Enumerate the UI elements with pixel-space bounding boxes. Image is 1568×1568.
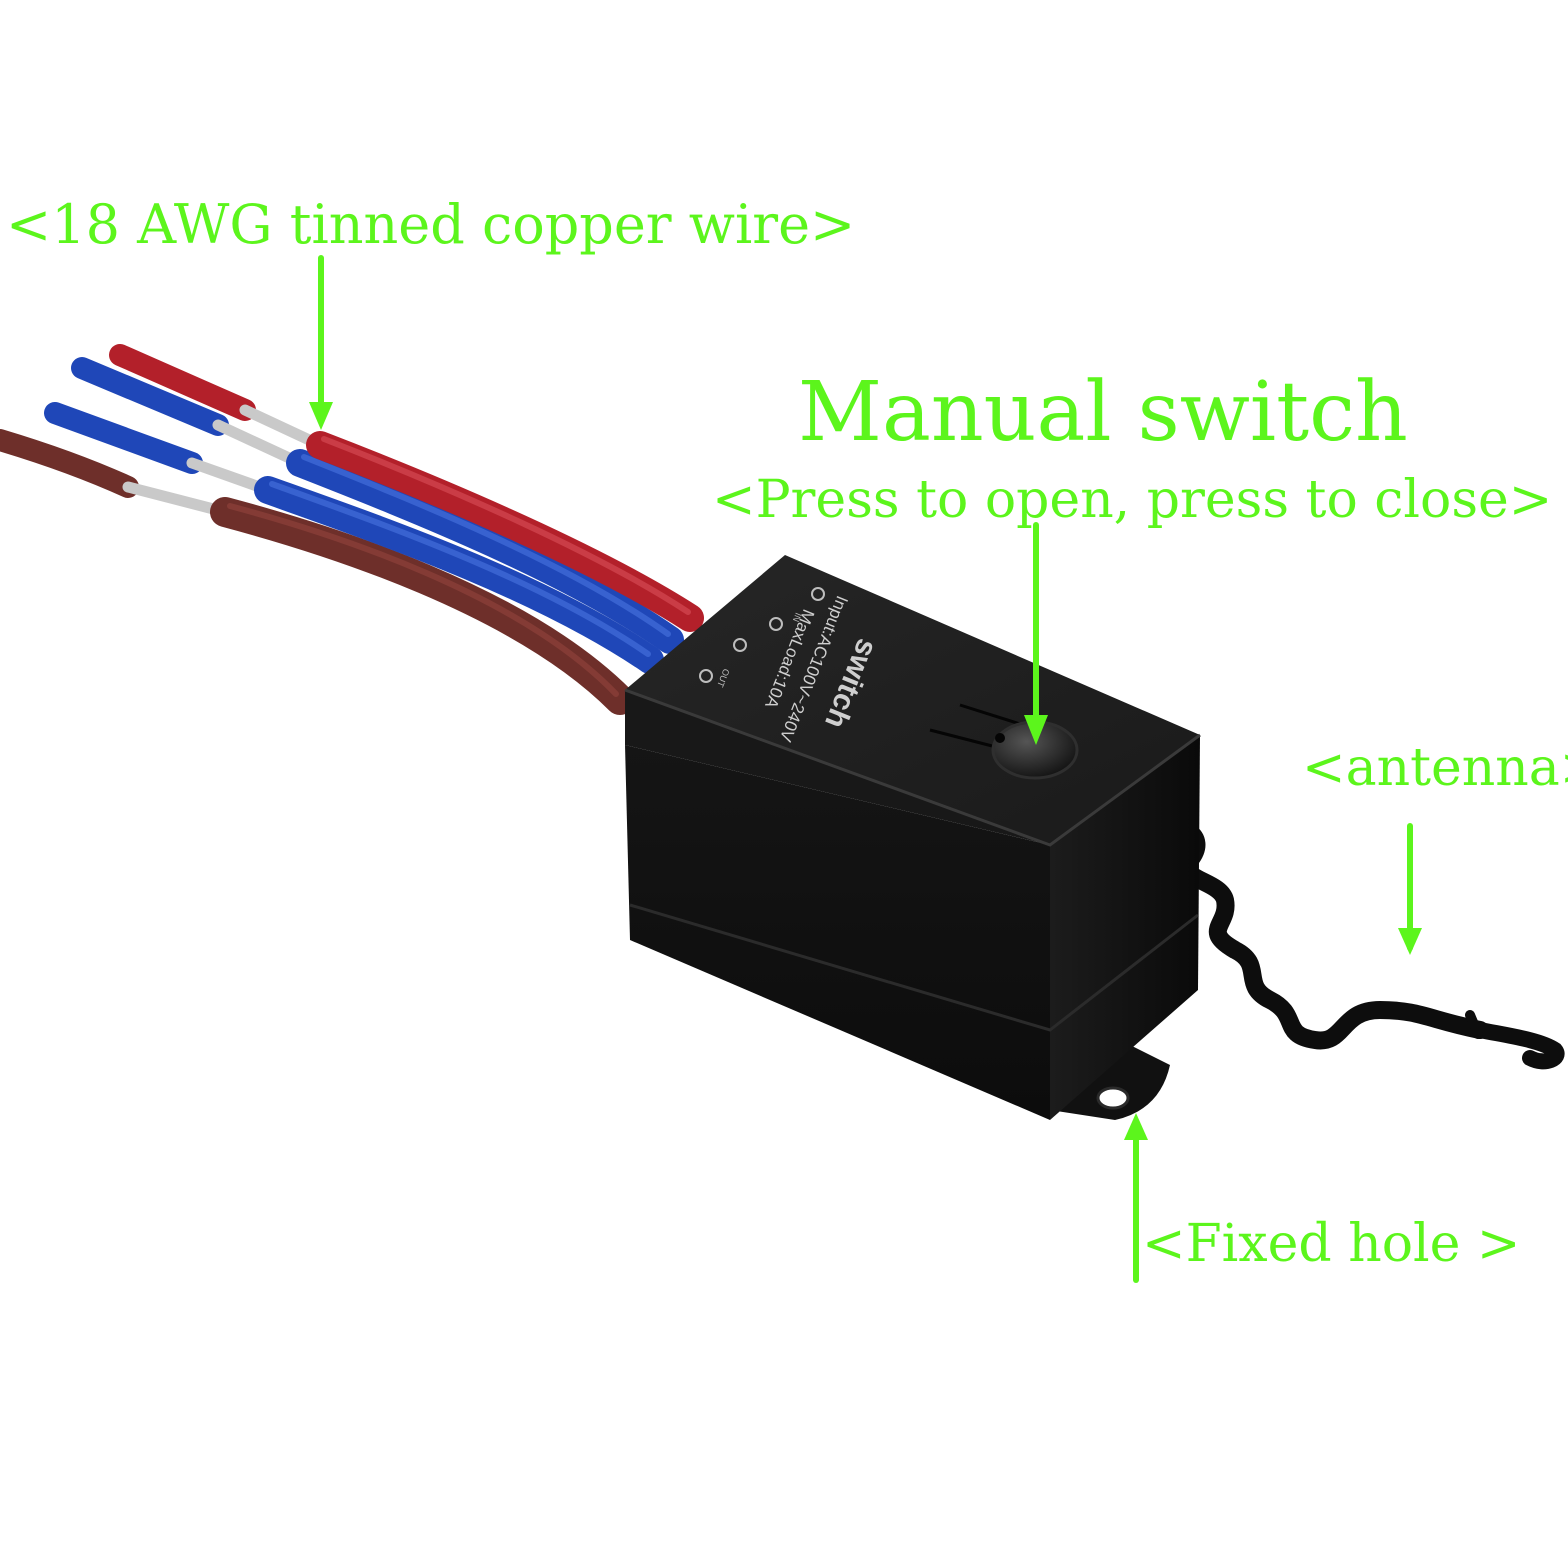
brown-wire-insulation — [0, 429, 139, 498]
red-wire-insulation — [306, 431, 704, 632]
wire-bundle — [0, 344, 704, 715]
antenna-coil — [1141, 817, 1565, 1070]
fixed-hole-callout: <Fixed hole > — [1142, 1214, 1521, 1274]
blue-wire-insulation — [254, 476, 664, 674]
arrowheads — [309, 402, 1422, 1140]
wire-arrowhead — [309, 402, 333, 430]
terminal-markings: OUT IN — [699, 587, 825, 689]
fixed-hole — [1096, 1086, 1130, 1110]
switch-arrowhead — [1024, 715, 1048, 745]
callout-arrows — [318, 255, 1413, 1283]
manual-switch-subtitle: <Press to open, press to close> — [712, 470, 1553, 530]
blue-wire-insulation — [286, 449, 684, 654]
blue-wire-insulation — [71, 357, 229, 436]
brown-wire-insulation — [210, 497, 635, 715]
copper-strand — [212, 419, 306, 469]
antenna-callout: <antenna> — [1302, 738, 1568, 798]
red-wire-insulation — [109, 344, 256, 421]
blue-wire-insulation — [44, 402, 203, 474]
manual-switch-title: Manual switch — [798, 365, 1408, 460]
copper-strand — [122, 481, 231, 518]
antenna-arrowhead — [1398, 928, 1422, 955]
switch-housing — [624, 555, 1201, 1120]
terminal-in-label: IN — [791, 611, 804, 623]
hole-arrowhead — [1124, 1113, 1148, 1140]
wire-callout: <18 AWG tinned copper wire> — [6, 193, 856, 256]
